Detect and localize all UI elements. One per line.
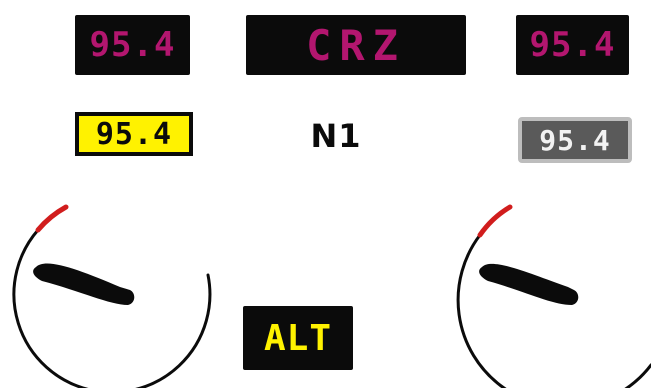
right-n1-gauge [456, 204, 651, 388]
right-n1-selector[interactable]: 95.4 [518, 117, 632, 163]
top-right-readout: 95.4 [516, 15, 629, 75]
n1-label: N1 [296, 114, 376, 158]
n1-label-text: N1 [310, 117, 362, 155]
mode-text: CRZ [306, 20, 406, 70]
mode-annunciator: CRZ [246, 15, 466, 75]
left-n1-selector[interactable]: 95.4 [75, 112, 193, 156]
alt-mode-annunciator: ALT [243, 306, 353, 370]
top-left-value: 95.4 [89, 25, 176, 65]
top-right-value: 95.4 [529, 25, 616, 65]
top-left-readout: 95.4 [75, 15, 190, 75]
right-n1-value: 95.4 [539, 123, 611, 157]
dial-gauge-icon [12, 204, 212, 388]
dial-gauge-icon [456, 204, 651, 388]
left-n1-gauge [12, 204, 212, 388]
alt-mode-text: ALT [263, 317, 333, 359]
left-n1-value: 95.4 [95, 116, 173, 152]
